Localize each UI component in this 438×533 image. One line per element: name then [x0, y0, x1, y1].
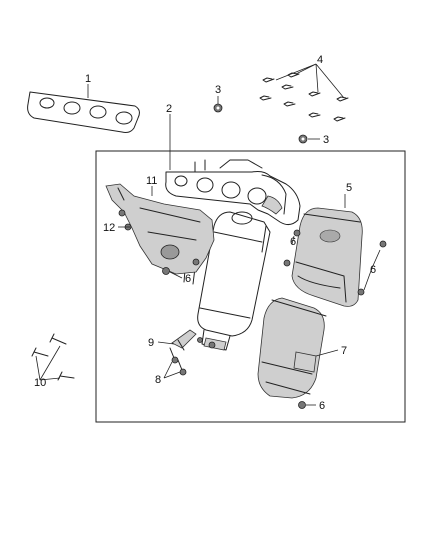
bolt-left — [162, 267, 170, 275]
callout-1: 1 — [85, 73, 91, 85]
bolt-8-b — [177, 359, 187, 376]
callout-12: 12 — [103, 222, 115, 234]
callout-6-left: 6 — [185, 273, 191, 285]
assembly-frame — [95, 150, 406, 423]
callout-3-upper: 3 — [215, 84, 221, 96]
converter-shield-upper — [291, 207, 363, 307]
callout-6-right: 6 — [370, 264, 376, 276]
studs-10 — [31, 333, 75, 381]
callout-6-middle: 6 — [290, 236, 296, 248]
callout-3-right: 3 — [323, 134, 329, 146]
callout-11: 11 — [146, 175, 157, 187]
callout-4: 4 — [317, 54, 323, 66]
callout-9: 9 — [148, 337, 154, 349]
studs-group — [259, 72, 349, 122]
exhaust-manifold-converter — [165, 159, 301, 351]
callout-7: 7 — [341, 345, 347, 357]
upper-heat-shield — [105, 183, 215, 275]
bolt-right-2 — [357, 288, 365, 296]
nut-upper — [213, 103, 223, 113]
manifold-gasket — [27, 91, 140, 133]
bolt-middle-2 — [283, 259, 291, 267]
bolt-left-2 — [192, 258, 200, 266]
converter-shield-lower — [257, 297, 327, 399]
bolt-middle — [293, 229, 301, 237]
bolt-lower — [298, 401, 306, 409]
bracket — [171, 329, 197, 351]
callout-2: 2 — [166, 103, 172, 115]
leader-lines — [35, 63, 381, 406]
callout-5: 5 — [346, 182, 352, 194]
callout-6-lower: 6 — [319, 400, 325, 412]
bolt-right — [379, 240, 387, 248]
callout-8: 8 — [155, 374, 161, 386]
bolt-8-a — [169, 347, 179, 364]
nut-right — [298, 134, 308, 144]
callout-10: 10 — [34, 377, 46, 389]
bolt-12-upper — [118, 209, 126, 217]
